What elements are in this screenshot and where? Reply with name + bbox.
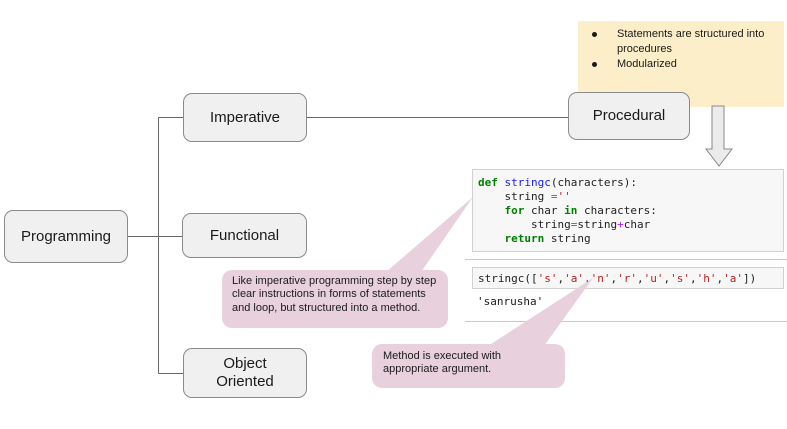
code-cell-definition: def stringc(characters): string ='' for … xyxy=(472,169,784,252)
note-bullet-item: Modularized xyxy=(578,57,777,72)
node-label: Procedural xyxy=(592,107,666,124)
node-imperative: Imperative xyxy=(183,93,307,142)
callout-imperative-note: Like imperative programming step by step… xyxy=(222,270,448,328)
node-label: Functional xyxy=(209,226,280,244)
node-label: Object Oriented xyxy=(216,355,274,390)
node-programming: Programming xyxy=(4,210,128,263)
note-bullet-item: Statements are structured into procedure… xyxy=(578,27,777,57)
node-object-oriented: Object Oriented xyxy=(183,348,307,398)
callout-leader-definition xyxy=(386,197,473,272)
node-label: Imperative xyxy=(209,108,281,126)
node-functional: Functional xyxy=(182,213,307,258)
code-output: 'sanrusha' xyxy=(477,295,544,308)
callout-execution-note: Method is executed with appropriate argu… xyxy=(372,344,565,388)
node-label: Programming xyxy=(20,227,112,245)
node-procedural: Procedural xyxy=(568,92,690,140)
procedural-note-list: Statements are structured into procedure… xyxy=(578,27,784,72)
code-cell-call: stringc(['s','a','n','r','u','s','h','a'… xyxy=(472,267,784,289)
down-block-arrow-icon xyxy=(704,105,734,167)
